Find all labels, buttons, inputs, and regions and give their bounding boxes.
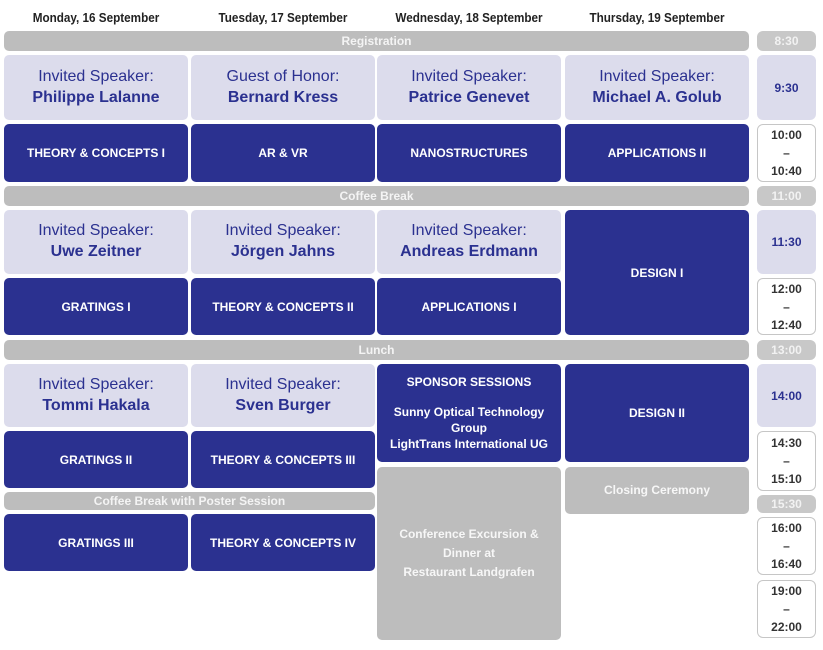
- speaker-role: Invited Speaker:: [599, 67, 715, 85]
- time-start: 10:00: [771, 128, 802, 142]
- session-block: AR & VR: [191, 124, 375, 182]
- speaker-role: Invited Speaker:: [38, 375, 154, 393]
- time-1300: 13:00: [757, 340, 816, 360]
- speaker-name: Michael A. Golub: [592, 88, 722, 106]
- time-dash: –: [783, 146, 790, 160]
- session-block: THEORY & CONCEPTS I: [4, 124, 188, 182]
- time-start: 19:00: [771, 584, 802, 598]
- speaker-role: Invited Speaker:: [411, 222, 527, 239]
- speaker-role: Guest of Honor:: [226, 67, 340, 85]
- speaker-card: Invited Speaker: Patrice Genevet: [377, 55, 561, 120]
- speaker-card: Invited Speaker: Jörgen Jahns: [191, 210, 375, 274]
- speaker-role: Invited Speaker:: [225, 375, 341, 393]
- time-start: 12:00: [771, 281, 802, 296]
- session-block: APPLICATIONS II: [565, 124, 749, 182]
- speaker-name: Philippe Lalanne: [32, 88, 160, 106]
- time-end: 10:40: [771, 164, 802, 178]
- session-block: DESIGN I: [565, 210, 749, 335]
- time-1130: 11:30: [757, 210, 816, 274]
- speaker-role: Invited Speaker:: [411, 67, 527, 85]
- sponsor-name: Sunny Optical Technology Group: [393, 405, 545, 435]
- time-end: 12:40: [771, 317, 802, 332]
- excursion-line: Restaurant Landgrafen: [403, 565, 535, 579]
- speaker-name: Sven Burger: [235, 396, 331, 414]
- session-block: APPLICATIONS I: [377, 278, 561, 335]
- coffee-break-bar: Coffee Break: [4, 186, 749, 206]
- time-range-1000-1040: 10:00 – 10:40: [757, 124, 816, 182]
- speaker-role: Invited Speaker:: [225, 222, 341, 239]
- time-dash: –: [783, 299, 790, 314]
- day-header-wednesday: Wednesday, 18 September: [395, 10, 543, 25]
- time-end: 15:10: [771, 472, 802, 486]
- session-block: THEORY & CONCEPTS III: [191, 431, 375, 488]
- speaker-name: Jörgen Jahns: [230, 243, 336, 260]
- excursion-line: Conference Excursion &: [399, 527, 539, 541]
- session-block: GRATINGS III: [4, 514, 188, 571]
- speaker-name: Andreas Erdmann: [400, 243, 538, 260]
- time-end: 22:00: [771, 620, 802, 634]
- time-0830: 8:30: [757, 31, 816, 51]
- excursion-block: Conference Excursion & Dinner at Restaur…: [377, 467, 561, 640]
- time-1400: 14:00: [757, 364, 816, 427]
- sponsor-title: SPONSOR SESSIONS: [406, 375, 532, 389]
- speaker-card: Invited Speaker: Philippe Lalanne: [4, 55, 188, 120]
- excursion-line: Dinner at: [442, 546, 495, 560]
- speaker-card: Invited Speaker: Michael A. Golub: [565, 55, 749, 120]
- coffee-poster-bar: Coffee Break with Poster Session: [4, 492, 375, 510]
- time-range-1600-1640: 16:00 – 16:40: [757, 517, 816, 575]
- speaker-card: Invited Speaker: Tommi Hakala: [4, 364, 188, 427]
- speaker-card: Invited Speaker: Sven Burger: [191, 364, 375, 427]
- session-block: DESIGN II: [565, 364, 749, 462]
- time-range-1900-2200: 19:00 – 22:00: [757, 580, 816, 638]
- speaker-role: Invited Speaker:: [38, 67, 154, 85]
- time-1530: 15:30: [757, 495, 816, 513]
- registration-bar: Registration: [4, 31, 749, 51]
- day-header-thursday: Thursday, 19 September: [589, 10, 725, 25]
- sponsor-name: LightTrans International UG: [389, 437, 548, 451]
- session-block: THEORY & CONCEPTS II: [191, 278, 375, 335]
- time-start: 16:00: [771, 521, 802, 535]
- speaker-card: Invited Speaker: Andreas Erdmann: [377, 210, 561, 274]
- session-block: NANOSTRUCTURES: [377, 124, 561, 182]
- time-range-1430-1510: 14:30 – 15:10: [757, 431, 816, 491]
- session-block: GRATINGS II: [4, 431, 188, 488]
- time-start: 14:30: [771, 436, 802, 450]
- time-dash: –: [783, 539, 790, 553]
- speaker-role: Invited Speaker:: [38, 222, 154, 239]
- day-header-tuesday: Tuesday, 17 September: [218, 10, 348, 25]
- lunch-bar: Lunch: [4, 340, 749, 360]
- sponsor-sessions-block: SPONSOR SESSIONS Sunny Optical Technolog…: [377, 364, 561, 462]
- speaker-name: Tommi Hakala: [42, 396, 150, 414]
- speaker-name: Bernard Kress: [227, 88, 339, 106]
- time-end: 16:40: [771, 557, 802, 571]
- speaker-card: Guest of Honor: Bernard Kress: [191, 55, 375, 120]
- speaker-name: Uwe Zeitner: [50, 243, 142, 260]
- session-block: GRATINGS I: [4, 278, 188, 335]
- closing-ceremony-block: Closing Ceremony: [565, 467, 749, 514]
- speaker-name: Patrice Genevet: [408, 88, 530, 106]
- time-range-1200-1240: 12:00 – 12:40: [757, 278, 816, 335]
- day-header-monday: Monday, 16 September: [32, 10, 160, 25]
- time-dash: –: [783, 454, 790, 468]
- time-1100: 11:00: [757, 186, 816, 206]
- speaker-card: Invited Speaker: Uwe Zeitner: [4, 210, 188, 274]
- session-block: THEORY & CONCEPTS IV: [191, 514, 375, 571]
- time-dash: –: [783, 602, 790, 616]
- time-0930: 9:30: [757, 55, 816, 120]
